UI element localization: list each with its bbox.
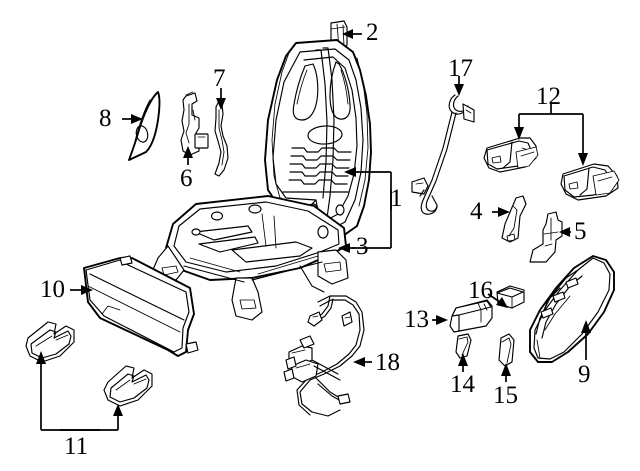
part-seat-wire-harness[interactable] xyxy=(283,295,365,417)
leader-11 xyxy=(36,351,123,431)
leader-7 xyxy=(216,88,226,110)
callout-label-11[interactable]: 11 xyxy=(64,433,89,460)
callout-label-1[interactable]: 1 xyxy=(390,185,403,212)
part-seat-track-cover-clip-right[interactable] xyxy=(103,365,153,407)
leader-15 xyxy=(501,363,511,382)
callout-label-9[interactable]: 9 xyxy=(578,361,591,388)
callout-label-3[interactable]: 3 xyxy=(356,233,369,260)
callout-label-6[interactable]: 6 xyxy=(180,165,193,192)
leader-17 xyxy=(454,76,464,96)
part-side-trim-stud[interactable] xyxy=(529,211,563,263)
leader-14 xyxy=(458,353,468,372)
callout-label-4[interactable]: 4 xyxy=(470,198,483,225)
leader-12 xyxy=(514,102,588,166)
callout-label-2[interactable]: 2 xyxy=(366,19,379,46)
callout-label-18[interactable]: 18 xyxy=(375,349,400,376)
part-seat-wire-cable[interactable] xyxy=(411,94,475,215)
part-trim-bracket-small[interactable] xyxy=(501,195,527,243)
part-small-cap-a[interactable] xyxy=(455,333,472,359)
part-seat-track-cover-clip-left[interactable] xyxy=(25,321,75,363)
part-recliner-cover-cap[interactable] xyxy=(128,91,161,161)
callout-label-10[interactable]: 10 xyxy=(40,276,65,303)
leader-10 xyxy=(70,285,93,295)
leader-16 xyxy=(487,293,508,308)
leader-1 xyxy=(338,167,392,253)
callout-label-16[interactable]: 16 xyxy=(468,277,493,304)
leader-8 xyxy=(122,114,143,124)
part-small-cap-b[interactable] xyxy=(498,333,515,367)
callout-label-14[interactable]: 14 xyxy=(450,371,475,398)
callout-label-7[interactable]: 7 xyxy=(213,65,226,92)
leader-18 xyxy=(353,357,372,367)
part-recliner-lever-bracket[interactable] xyxy=(180,91,209,156)
callout-label-15[interactable]: 15 xyxy=(493,382,518,409)
callout-label-17[interactable]: 17 xyxy=(448,55,473,82)
part-outer-side-trim-panel[interactable] xyxy=(529,255,615,363)
part-seat-back-wire-rod[interactable] xyxy=(214,102,229,177)
callout-label-5[interactable]: 5 xyxy=(574,218,587,245)
callout-label-13[interactable]: 13 xyxy=(404,306,429,333)
leader-13 xyxy=(432,315,448,325)
part-recliner-handle-cover-right[interactable] xyxy=(560,163,620,201)
callout-label-12[interactable]: 12 xyxy=(536,83,561,110)
leader-9 xyxy=(581,320,591,360)
part-recliner-handle-cover-left[interactable] xyxy=(483,137,539,173)
part-switch-bezel[interactable] xyxy=(449,299,493,333)
callout-label-8[interactable]: 8 xyxy=(99,105,112,132)
leader-5 xyxy=(559,227,571,237)
leader-2 xyxy=(342,29,362,39)
leader-4 xyxy=(492,207,510,217)
part-seat-cushion-frame[interactable] xyxy=(151,195,349,321)
leader-6 xyxy=(183,146,193,165)
part-seat-back-lower-panel[interactable] xyxy=(83,255,199,357)
